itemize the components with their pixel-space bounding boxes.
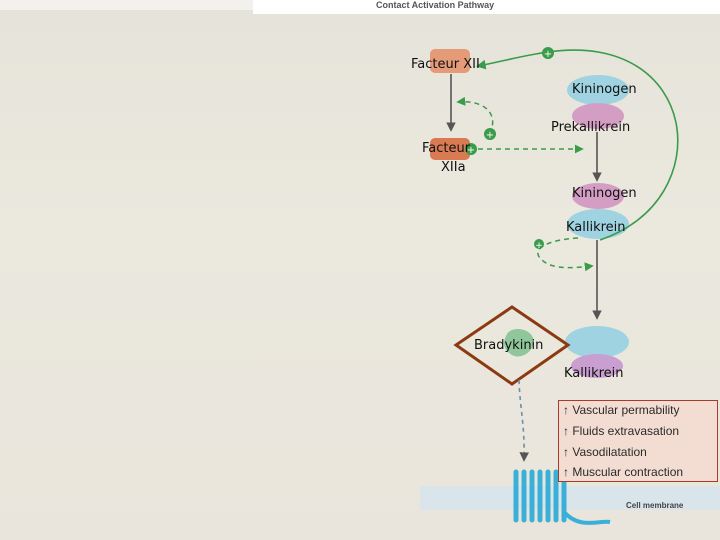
plus-icon-kallikrein [534, 239, 544, 249]
svg-text:+: + [467, 145, 475, 156]
receptor-tail [562, 510, 611, 525]
kininogen-shape-3 [571, 354, 623, 378]
label-kallikrein-2: Kallikrein [564, 366, 624, 381]
factor-xiia-shape [430, 138, 470, 160]
effect-item-3: ↑ Vasodilatation [563, 445, 647, 459]
plus-icon-xiia-1 [484, 128, 496, 140]
effect-item-1: ↑ Vascular permability [563, 403, 680, 417]
kininogen-shape-2 [572, 183, 624, 209]
effect-item-2: ↑ Fluids extravasation [563, 424, 680, 438]
cell-membrane-band [420, 486, 720, 510]
plus-icon-top [542, 47, 554, 59]
header-bar [253, 0, 720, 14]
bradykinin-diamond [453, 305, 571, 386]
bradykinin-to-receptor [518, 379, 530, 462]
diagram-title: Contact Activation Pathway [376, 0, 495, 10]
prekallikrein-shape [572, 103, 624, 129]
factor-xii-shape [430, 49, 470, 73]
dashed-xiia-to-xii [456, 96, 494, 135]
label-bradykinin: Bradykinin [474, 338, 544, 353]
feedback-arc [476, 49, 679, 241]
effects-box [558, 400, 718, 482]
label-cell-membrane: Cell membrane [626, 501, 684, 510]
effect-item-4: ↑ Muscular contraction [563, 465, 684, 479]
kininogen-shape-1 [567, 75, 629, 105]
label-kininogen-1: Kininogen [572, 82, 637, 97]
label-factor-xiia-line1: Facteur [422, 141, 471, 156]
label-factor-xiia-line2: XIIa [441, 160, 466, 175]
bradykinin-shape [504, 329, 534, 357]
svg-text:+: + [486, 130, 494, 141]
dashed-kallikrein-to-bradykinin [537, 237, 594, 272]
label-prekallikrein: Prekallikrein [551, 120, 631, 135]
svg-text:+: + [535, 241, 543, 251]
label-kallikrein-1: Kallikrein [566, 220, 626, 235]
kallikrein-shape-1 [567, 209, 629, 239]
label-factor-xii: Facteur XII [411, 57, 480, 72]
kallikrein-shape-2 [565, 326, 629, 358]
svg-text:+: + [544, 49, 552, 60]
label-kininogen-2: Kininogen [572, 186, 637, 201]
plus-icon-xiia-2 [465, 143, 477, 155]
receptor-shape [513, 469, 567, 523]
